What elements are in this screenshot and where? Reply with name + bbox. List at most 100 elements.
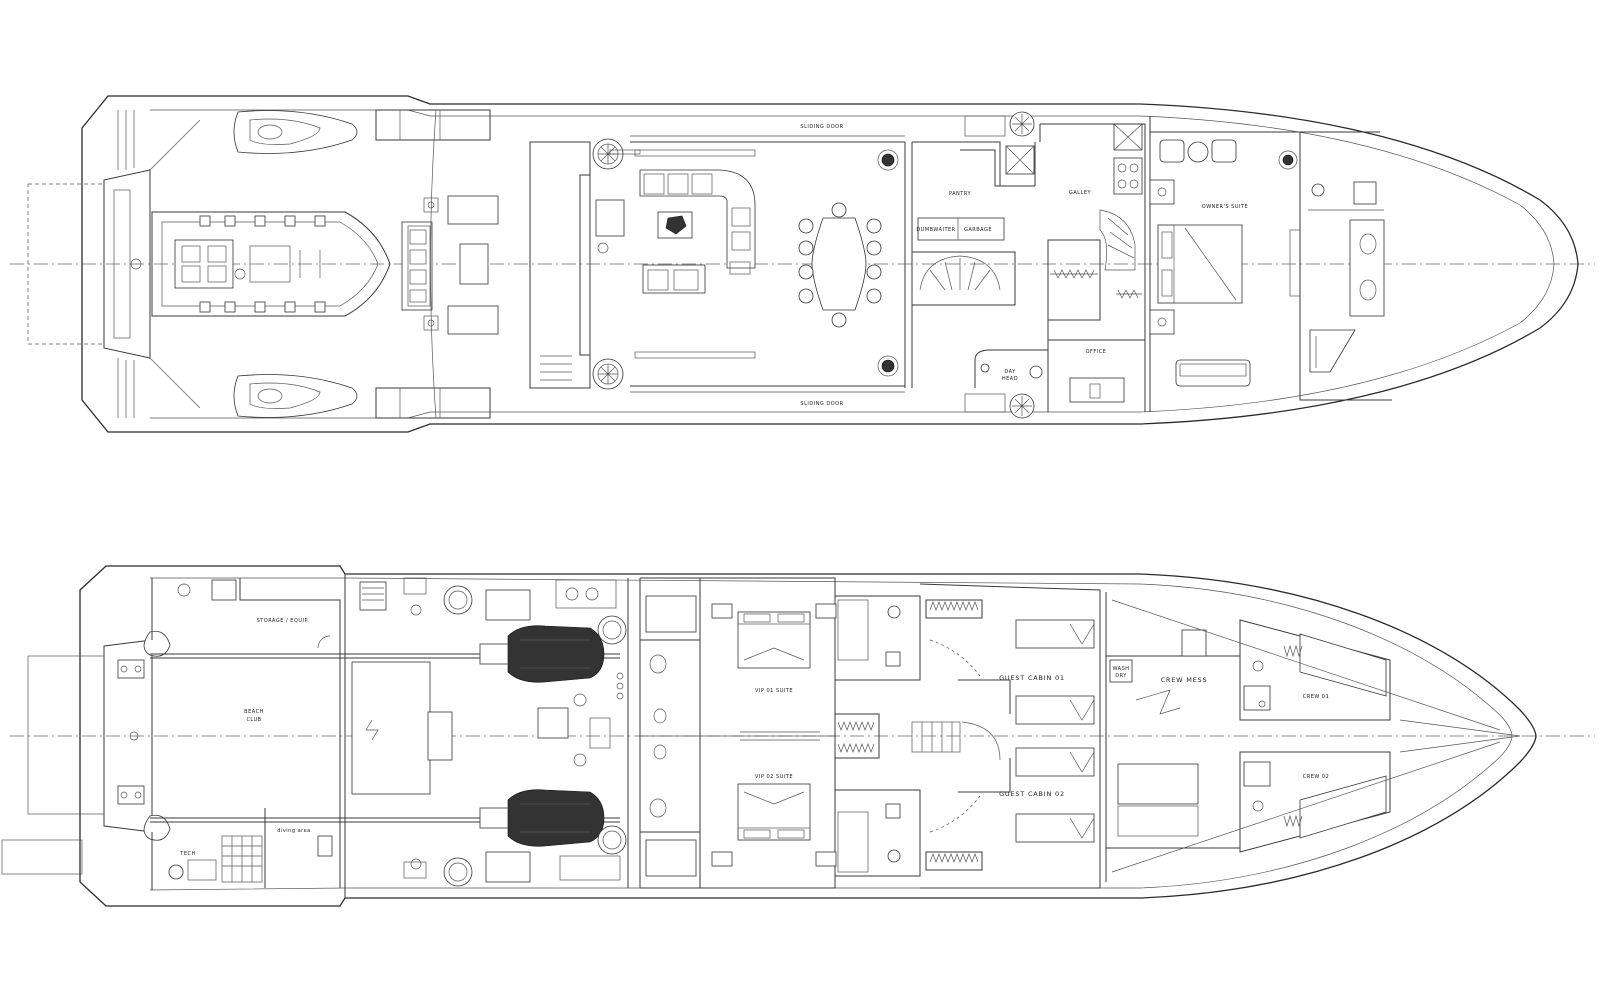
owners-bedside-2 (1149, 309, 1175, 335)
label-guest-cabin-01: GUEST CABIN 01 (999, 674, 1065, 682)
owners-wc (1311, 183, 1325, 197)
label-wash: WASH (1112, 666, 1129, 672)
main-deck-plan: SLIDING DOOR SLIDING DOOR (10, 95, 1595, 433)
label-storage: STORAGE / EQUIP. (257, 618, 310, 624)
vip-02-basin (649, 798, 667, 818)
dining-table (798, 202, 882, 328)
lower-deck-stair (911, 721, 1001, 761)
vip-02-wc (653, 744, 667, 760)
engine-room-unit (427, 711, 453, 761)
label-crew-01: CREW 01 (1303, 694, 1330, 700)
salon-pillars (597, 149, 756, 359)
label-sliding-door-top: SLIDING DOOR (800, 124, 843, 130)
shore-panel (117, 659, 145, 679)
label-galley: GALLEY (1069, 190, 1092, 196)
generator-port (403, 577, 531, 621)
side-deck-plant-port (1009, 111, 1035, 137)
aft-stair-stbd (117, 358, 135, 418)
guest-wardrobe-port (925, 599, 983, 619)
crew-mess-stair (1135, 689, 1181, 715)
guest-corridor-walls (958, 679, 1011, 793)
diving-area (221, 835, 263, 883)
tech-walls (151, 808, 341, 890)
aft-side-locker-stbd (375, 387, 491, 419)
owners-chair-2 (1211, 139, 1237, 163)
day-head-walls (974, 349, 1048, 388)
pantry-counter (917, 217, 1005, 241)
aft-steps (149, 119, 201, 409)
aft-stair-port (117, 110, 135, 170)
label-owners-suite: OWNER'S SUITE (1202, 204, 1248, 210)
owners-bed (1157, 224, 1243, 304)
owners-shower (1309, 329, 1356, 373)
aft-deck-lounge (401, 195, 499, 335)
pantry-inner (960, 149, 1035, 187)
label-sliding-door-bottom: SLIDING DOOR (800, 401, 843, 407)
owners-plant (1278, 150, 1298, 170)
head-wc-1 (887, 605, 901, 619)
diving-tank (317, 835, 333, 857)
guest-cabin-02-beds (1015, 747, 1095, 843)
label-dry: DRY (1115, 673, 1127, 679)
engine-room-hatch (359, 581, 387, 611)
lower-deck-plan: BEACH CLUB STORAGE / EQUIP. TECH divin (1, 565, 1595, 907)
crew-01-cabin: CREW 01 (1239, 619, 1391, 721)
owners-suite-walls (1149, 116, 1300, 412)
vip-01-bed (711, 603, 837, 669)
storage-walls (151, 578, 341, 658)
label-diving-area: diving area (277, 828, 311, 834)
guest-area-walls (919, 583, 1101, 889)
main-deck-hull (81, 95, 1579, 433)
lower-deck-hull (79, 565, 1537, 907)
head-wc-2 (887, 849, 901, 863)
crew-area-walls (1105, 592, 1241, 882)
label-beach: BEACH (244, 709, 264, 715)
galley-wardrobe (1047, 239, 1142, 321)
label-club: CLUB (246, 717, 261, 723)
jet-ski-stbd (233, 374, 358, 418)
tech-fitting (168, 864, 184, 880)
office-walls (1047, 320, 1146, 412)
crew-mess-appliance (1181, 629, 1207, 657)
vip-01-basin (649, 654, 667, 674)
salon-fwd-bulkhead (904, 142, 913, 388)
vip-head-walls (835, 595, 921, 877)
label-crew-02: CREW 02 (1303, 774, 1330, 780)
side-deck-plant-stbd (1009, 393, 1035, 419)
generator-stbd (403, 851, 531, 887)
lower-swim-platform (27, 655, 105, 815)
galley-walls (1039, 123, 1146, 340)
head-basin-1 (885, 651, 901, 667)
owners-table (1187, 141, 1209, 163)
main-deck-hull-inner (150, 109, 1555, 419)
galley-cooktop (1113, 157, 1143, 195)
shore-panel-2 (117, 785, 145, 805)
lower-deck-hull-inner (149, 577, 1513, 891)
tender-boat (151, 211, 391, 317)
owners-bedside-1 (1149, 179, 1175, 205)
vip-02-shower (645, 839, 697, 877)
owners-bath-walls (1299, 131, 1392, 401)
salon-entry (529, 141, 591, 389)
transom-hatch (113, 189, 131, 339)
owners-bidet (1353, 181, 1377, 205)
vip-02-bed (711, 783, 837, 867)
label-vip-01: VIP 01 SUITE (755, 688, 793, 694)
beach-club-walls (152, 657, 341, 819)
owners-sofa (1175, 359, 1251, 387)
deck-break-line (430, 109, 437, 419)
engine-room-bulkheads (344, 574, 641, 898)
vip-01-wc (653, 708, 667, 724)
vip-01-shower (645, 595, 697, 633)
guest-wardrobe-stbd (925, 851, 983, 871)
wash-dry-unit (1109, 659, 1133, 683)
label-dumbwaiter: DUMBWAITER (916, 227, 955, 233)
label-guest-cabin-02: GUEST CABIN 02 (999, 790, 1065, 798)
crew-02-cabin: CREW 02 (1239, 751, 1391, 853)
side-locker-stbd (964, 393, 1006, 413)
label-office: OFFICE (1086, 349, 1107, 355)
day-head-wc (1029, 365, 1043, 379)
jet-ski-port (233, 110, 358, 154)
salon-sofa (595, 169, 756, 294)
